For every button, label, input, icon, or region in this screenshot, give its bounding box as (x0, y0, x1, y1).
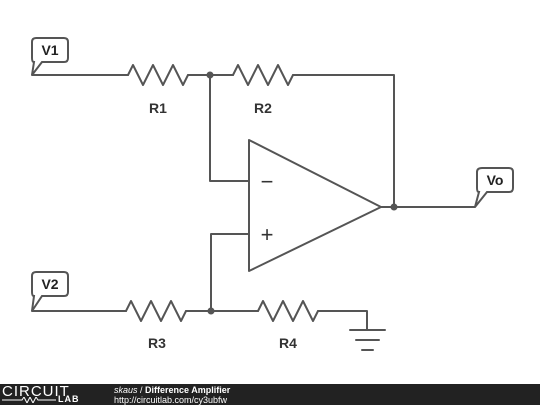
resistor-r2 (232, 64, 294, 86)
circuit-schematic: − + R1 R2 R3 R4 V1 V2 Vo (31, 37, 514, 351)
opamp-minus-sign: − (261, 169, 274, 194)
opamp-body (248, 139, 382, 272)
label-r3: R3 (148, 335, 166, 351)
footer-bar: CIRCUIT LAB skaus / Difference Amplifier… (0, 384, 540, 405)
junction-dot (207, 307, 215, 315)
logo-lab-text: LAB (58, 394, 80, 404)
resistor-r3 (125, 300, 187, 322)
node-label-v2: V2 (31, 271, 69, 312)
wire-r2-output (292, 74, 395, 208)
node-label-v1: V1 (31, 37, 69, 76)
wire-inverting-input (209, 74, 250, 182)
ground-icon (349, 329, 386, 351)
wire-noninverting-input (210, 233, 250, 312)
label-r1: R1 (149, 100, 167, 116)
footer-credit: skaus / Difference Amplifier (114, 385, 230, 395)
footer-author[interactable]: skaus (114, 385, 138, 395)
label-r2: R2 (254, 100, 272, 116)
logo-circuit-text: CIRCUIT (2, 383, 70, 400)
footer-separator: / (137, 385, 146, 395)
junction-dot (390, 203, 398, 211)
node-label-vo: Vo (474, 167, 514, 208)
circuitlab-logo[interactable]: CIRCUIT LAB (2, 384, 98, 405)
node-label-v1-text: V1 (41, 42, 58, 58)
wire-r4-ground (317, 310, 368, 331)
junction-dot (206, 71, 214, 79)
resistor-r1 (127, 64, 189, 86)
footer-url[interactable]: http://circuitlab.com/cy3ubfw (114, 395, 228, 405)
label-r4: R4 (279, 335, 297, 351)
opamp-plus-sign: + (261, 222, 274, 247)
footer-title[interactable]: Difference Amplifier (145, 385, 231, 395)
logo-wire-icon (2, 397, 56, 403)
node-label-v2-text: V2 (41, 276, 58, 292)
resistor-r4 (257, 300, 319, 322)
node-label-vo-text: Vo (487, 172, 504, 188)
